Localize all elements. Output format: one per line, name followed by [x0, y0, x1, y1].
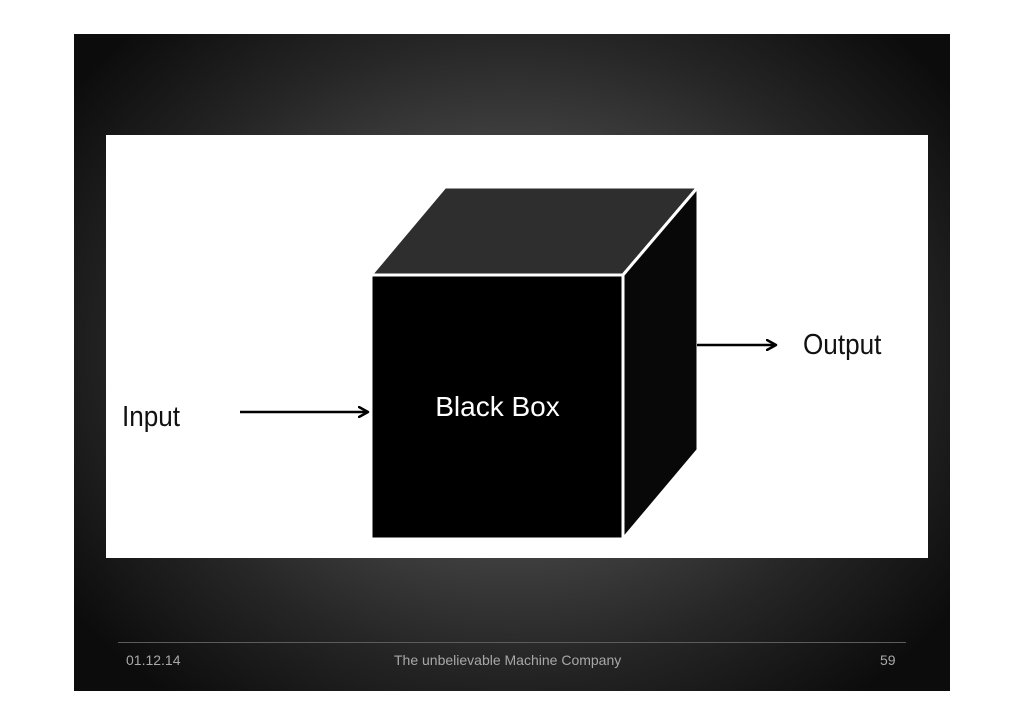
footer-date: 01.12.14 — [126, 652, 181, 668]
input-label: Input — [122, 401, 181, 433]
cube-front-face — [369, 273, 625, 541]
footer-page-number: 59 — [880, 652, 896, 668]
black-box-diagram — [240, 185, 928, 541]
output-label: Output — [803, 329, 882, 361]
diagram-panel: Input Output Black Box — [106, 135, 928, 558]
footer-company: The unbelievable Machine Company — [394, 652, 622, 668]
slide: Input Output Black Box 01.12.14 The unbe… — [74, 34, 950, 691]
footer-divider — [118, 642, 906, 643]
black-box-label: Black Box — [435, 391, 560, 422]
